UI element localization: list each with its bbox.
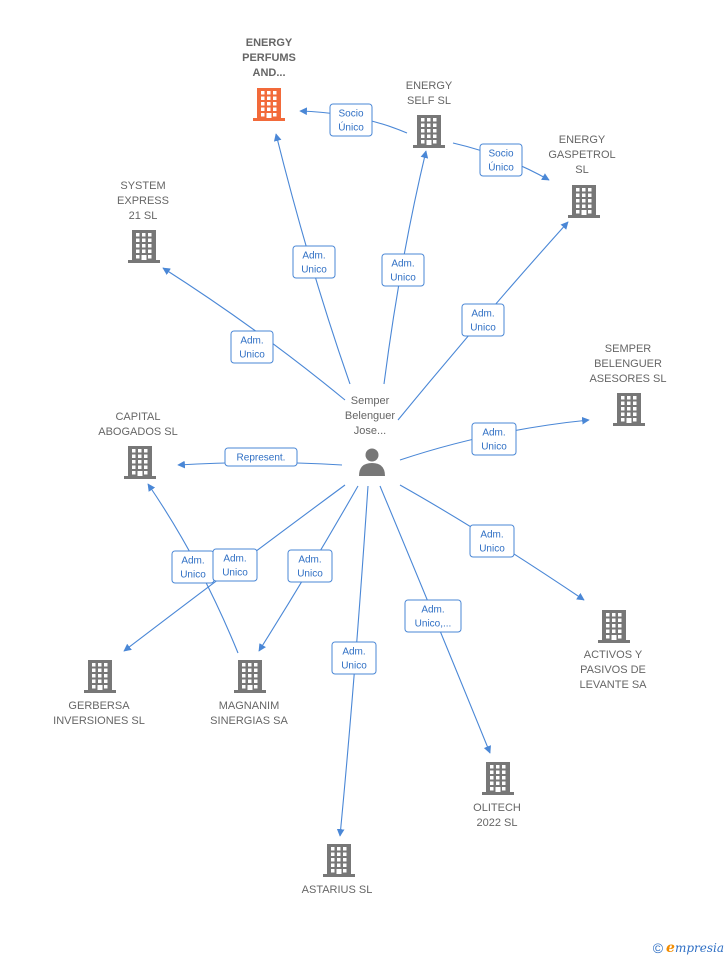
edge-label-box — [329, 103, 373, 137]
edge-e13: Adm.Unico — [331, 485, 377, 837]
edge-label-text: Adm.Unico — [297, 555, 323, 580]
edge-label[interactable]: Adm.Unico — [212, 548, 258, 582]
edge-label-box — [224, 447, 298, 467]
edge-label-box — [461, 303, 505, 337]
edge-label[interactable]: Adm.Unico — [331, 641, 377, 675]
edge-label[interactable]: Adm.Unico — [461, 303, 505, 337]
edge-e6: Adm.Unico — [162, 267, 346, 401]
edge-label[interactable]: Adm.Unico — [381, 253, 425, 287]
edge-e10: Adm.Unico — [147, 483, 239, 654]
building-icon — [234, 660, 266, 693]
edge-e12: Adm.Unico — [258, 485, 359, 652]
building-icon — [323, 844, 355, 877]
building-icon — [598, 610, 630, 643]
edge-e8: Represent. — [177, 447, 343, 469]
edge-label-text: Adm.Unico — [470, 309, 496, 334]
edge-label-box — [230, 330, 274, 364]
edge-label-box — [469, 524, 515, 558]
company-node-astarius[interactable]: ASTARIUS SL — [302, 844, 373, 896]
edge-label[interactable]: Adm.Unico — [287, 549, 333, 583]
edge-label-box — [471, 422, 517, 456]
brand-logo: empresia — [666, 940, 724, 956]
edge-label-text: Adm.Unico — [481, 428, 507, 453]
building-icon — [124, 446, 156, 479]
copyright-symbol: © — [652, 940, 664, 956]
edge-label[interactable]: Adm.Unico,... — [404, 599, 462, 633]
edge-label-box — [212, 548, 258, 582]
edge-label[interactable]: Adm.Unico — [292, 245, 336, 279]
edge-label[interactable]: Represent. — [224, 447, 298, 467]
edge-label[interactable]: Adm.Unico — [471, 422, 517, 456]
edge-e11: Adm.Unico — [123, 484, 346, 652]
company-name: ASTARIUS SL — [302, 884, 373, 896]
edge-e9: Adm.Unico — [399, 484, 585, 601]
edge-label-text: Adm.Unico — [341, 647, 367, 672]
edge-label-box — [292, 245, 336, 279]
edge-label-box — [479, 143, 523, 177]
edge-label[interactable]: Adm.Unico — [230, 330, 274, 364]
edge-label-box — [381, 253, 425, 287]
building-icon — [413, 115, 445, 148]
building-icon — [613, 393, 645, 426]
building-icon — [128, 230, 160, 263]
building-icon — [84, 660, 116, 693]
footer-brand: © empresia — [653, 940, 724, 956]
edge-label-text: Adm.Unico — [479, 530, 505, 555]
edge-e5: Adm.Unico — [397, 221, 569, 421]
person-icon — [359, 448, 385, 476]
edge-label-box — [287, 549, 333, 583]
edge-label-box — [404, 599, 462, 633]
edge-e14: Adm.Unico,... — [379, 485, 491, 754]
edge-label[interactable]: Adm.Unico — [469, 524, 515, 558]
edge-label[interactable]: Adm.Unico — [171, 550, 215, 584]
edge-label-box — [331, 641, 377, 675]
edge-label-text: Adm.Unico — [239, 336, 265, 361]
edge-label-text: Adm.Unico,... — [415, 605, 452, 630]
edge-e7: Adm.Unico — [399, 416, 590, 461]
edge-label-text: Adm.Unico — [180, 556, 206, 581]
building-icon — [568, 185, 600, 218]
edge-label-text: Adm.Unico — [222, 554, 248, 579]
edge-label-text: Adm.Unico — [301, 251, 327, 276]
edge-e3: Adm.Unico — [273, 133, 351, 385]
edge-e4: Adm.Unico — [381, 150, 429, 385]
edge-label-text: Represent. — [237, 453, 286, 464]
building-icon — [482, 762, 514, 795]
edge-label-text: Adm.Unico — [390, 259, 416, 284]
building-icon — [253, 88, 285, 121]
